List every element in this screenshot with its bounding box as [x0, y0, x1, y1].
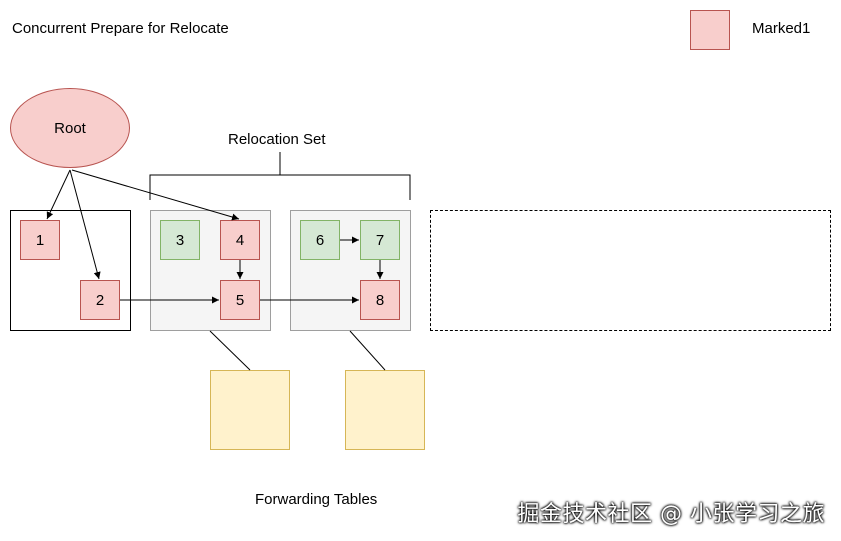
region-empty-target	[430, 210, 831, 331]
legend-marked-label: Marked1	[752, 20, 811, 37]
forwarding-table-1	[210, 370, 290, 450]
relocation-set-label: Relocation Set	[228, 131, 326, 148]
relocation-set-bracket	[149, 174, 411, 200]
object-node-1: 1	[20, 220, 60, 260]
forwarding-tables-label: Forwarding Tables	[255, 491, 378, 508]
diagram-title: Concurrent Prepare for Relocate	[12, 20, 229, 37]
link-region-2-forwarding-table	[349, 330, 386, 371]
object-node-3: 3	[160, 220, 200, 260]
object-node-5: 5	[220, 280, 260, 320]
link-region-1-forwarding-table	[209, 330, 251, 371]
object-node-6: 6	[300, 220, 340, 260]
forwarding-table-2	[345, 370, 425, 450]
root-node: Root	[10, 88, 130, 168]
object-node-4: 4	[220, 220, 260, 260]
watermark-text: 掘金技术社区 @ 小张学习之旅	[517, 502, 825, 527]
object-node-2: 2	[80, 280, 120, 320]
object-node-8: 8	[360, 280, 400, 320]
legend-marked-swatch	[690, 10, 730, 50]
object-node-7: 7	[360, 220, 400, 260]
root-label: Root	[54, 119, 86, 137]
